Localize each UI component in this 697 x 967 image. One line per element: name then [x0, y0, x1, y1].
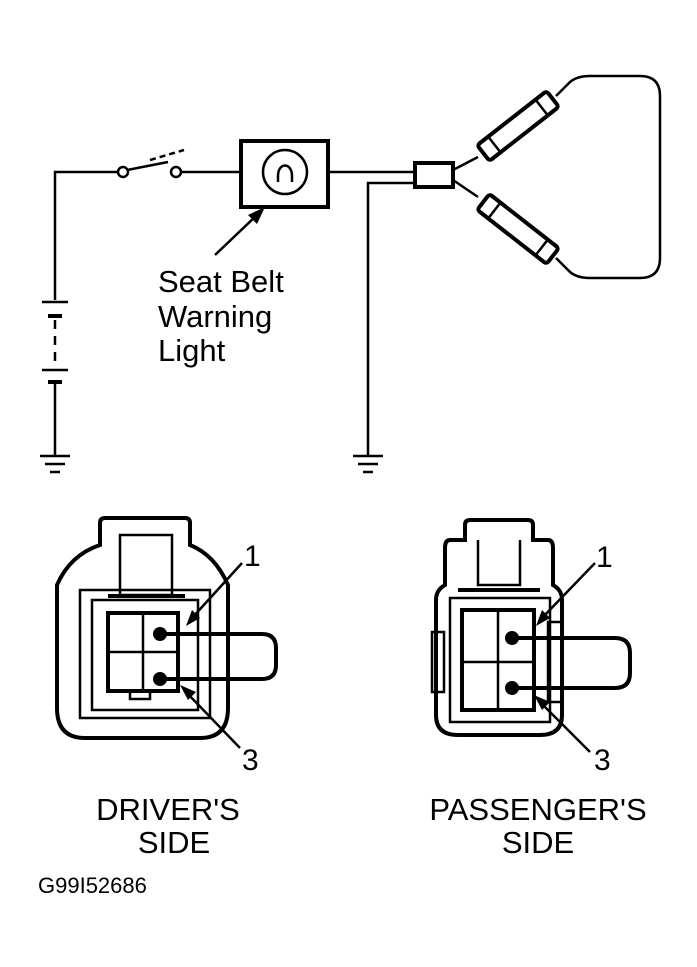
warning-light-label-line2: Warning [158, 299, 272, 334]
ground-symbol-left [40, 454, 70, 474]
drivers-side-caption-line2: SIDE [138, 825, 210, 860]
buckle-switch-upper [452, 90, 560, 172]
schematic: Seat Belt Warning Light [40, 74, 662, 474]
drivers-pin-1-label: 1 [244, 540, 261, 573]
passengers-pin-1-label: 1 [596, 541, 613, 574]
harness-connector-symbol [413, 161, 455, 189]
battery-symbol [42, 300, 68, 455]
warning-light-symbol [239, 139, 330, 209]
buckle-switch-lower [452, 178, 560, 265]
figure-id: G99I52686 [38, 873, 147, 898]
drivers-side-caption-line1: DRIVER'S [96, 792, 240, 827]
passengers-side-caption-line2: SIDE [502, 825, 574, 860]
ground-symbol-right [353, 454, 383, 474]
left-wire [53, 170, 118, 300]
warning-light-label-line3: Light [158, 333, 226, 368]
drivers-connector: 1 3 DRIVER'S SIDE [55, 516, 278, 860]
passengers-side-caption-line1: PASSENGER'S [429, 792, 646, 827]
passengers-connector: 1 3 PASSENGER'S SIDE [429, 518, 647, 860]
buckle-loop-wire [555, 74, 662, 280]
drivers-pin-3-label: 3 [242, 744, 259, 777]
warning-light-label-line1: Seat Belt [158, 264, 284, 299]
ground-wire [366, 181, 415, 455]
passengers-pin-3-label: 3 [594, 744, 611, 777]
switch-symbol [116, 148, 185, 179]
warning-light-callout-arrow [214, 207, 265, 256]
